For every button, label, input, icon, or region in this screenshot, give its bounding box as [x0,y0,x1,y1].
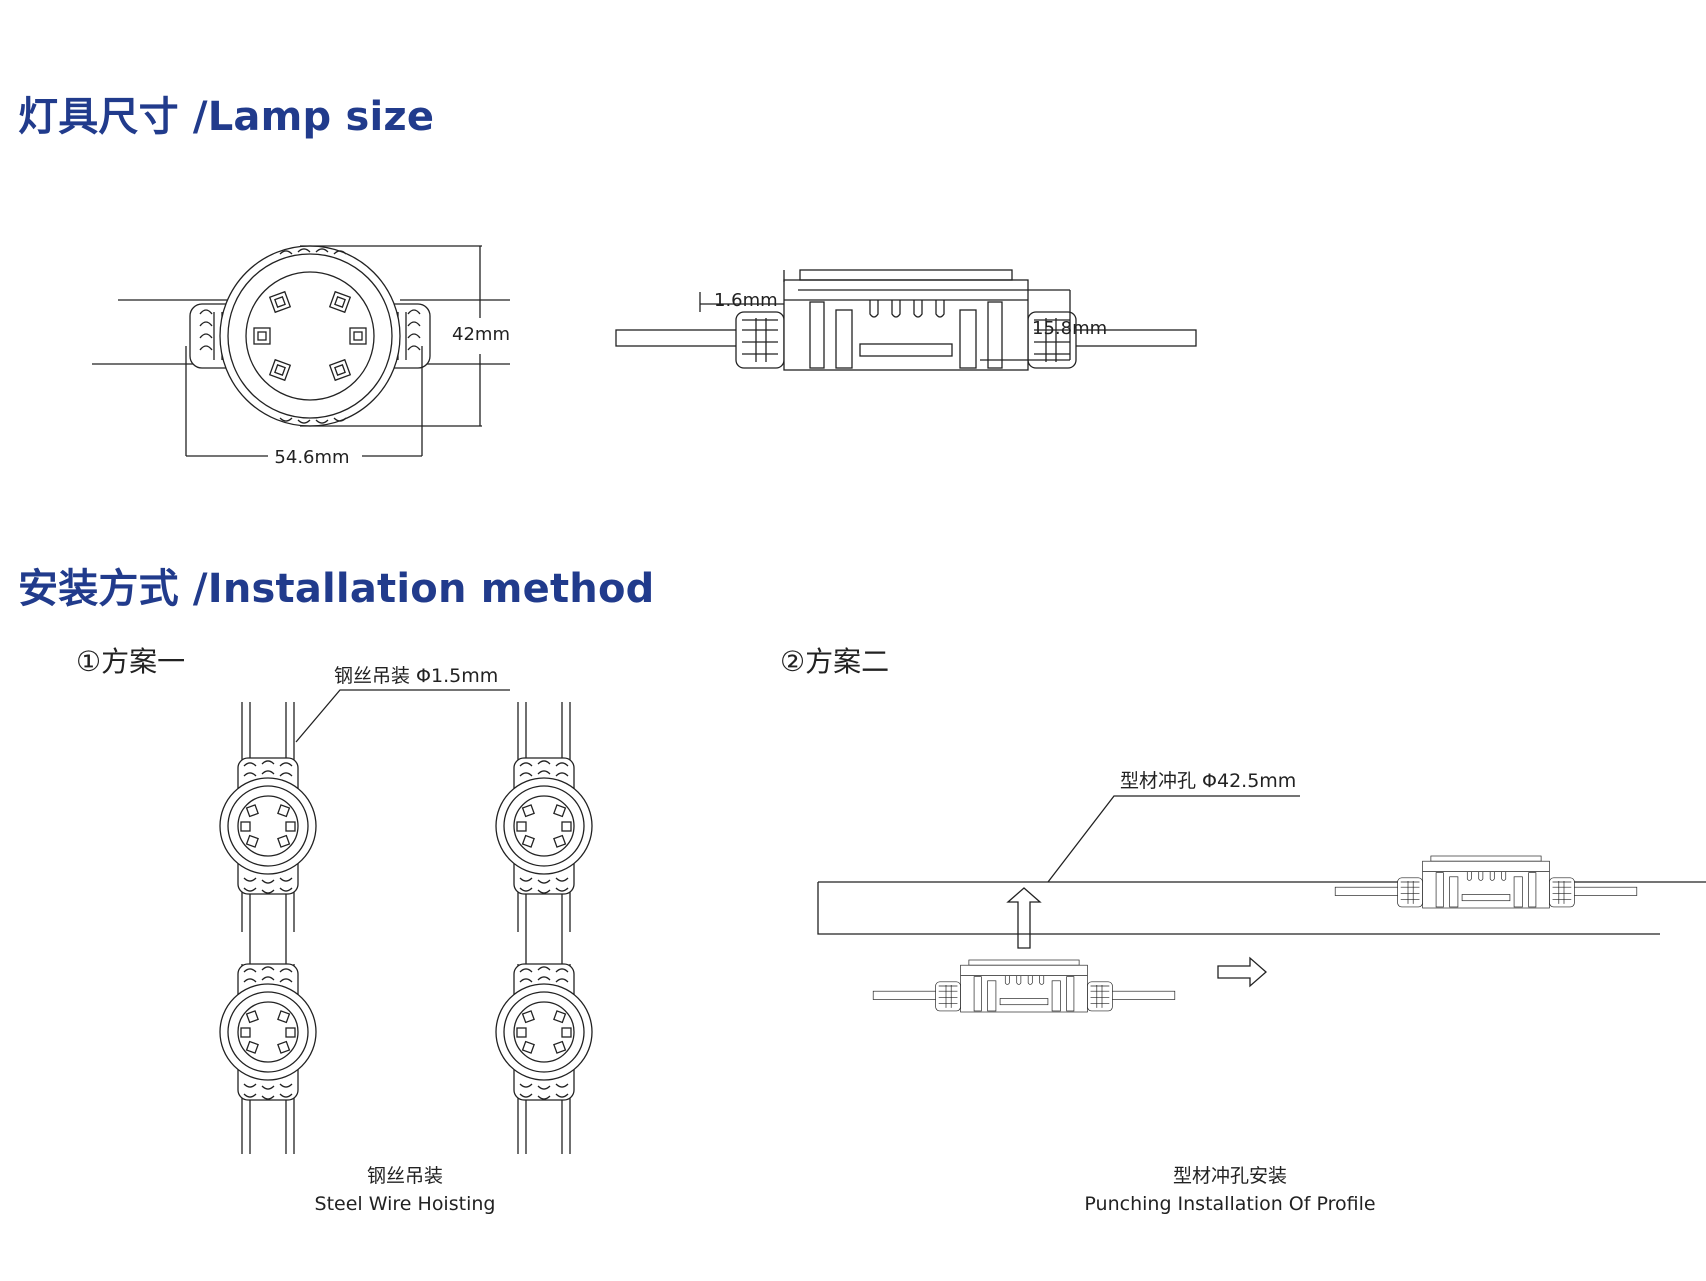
option-2-label: ②方案二 [780,645,890,678]
caption-punching-cn: 型材冲孔安装 [1172,1165,1287,1187]
caption-punching: 型材冲孔安装 Punching Installation Of Profile [1060,1162,1400,1218]
caption-punching-en: Punching Installation Of Profile [1084,1193,1376,1215]
lamp-side-view [615,269,1197,371]
lamp-top-view [92,245,510,457]
section-title-installation-method: 安装方式 /Installation method [18,566,655,612]
option-1-callout: 钢丝吊装 Φ1.5mm [334,665,498,687]
dim-width-label: 54.6mm [274,447,349,468]
section-title-lamp-size: 灯具尺寸 /Lamp size [18,94,435,140]
dim-top-offset-label: 1.6mm [714,290,778,311]
option-1-label: ①方案一 [76,645,186,678]
caption-steel-wire-en: Steel Wire Hoisting [314,1193,496,1215]
caption-steel-wire-cn: 钢丝吊装 [366,1165,443,1187]
dim-thickness-label: 15.8mm [1032,318,1107,339]
steel-wire-hoisting-diagram [219,689,593,1154]
dim-height-label: 42mm [452,324,510,345]
option-2-callout: 型材冲孔 Φ42.5mm [1120,770,1296,792]
caption-steel-wire: 钢丝吊装 Steel Wire Hoisting [280,1162,530,1218]
punching-installation-diagram [817,795,1706,1013]
